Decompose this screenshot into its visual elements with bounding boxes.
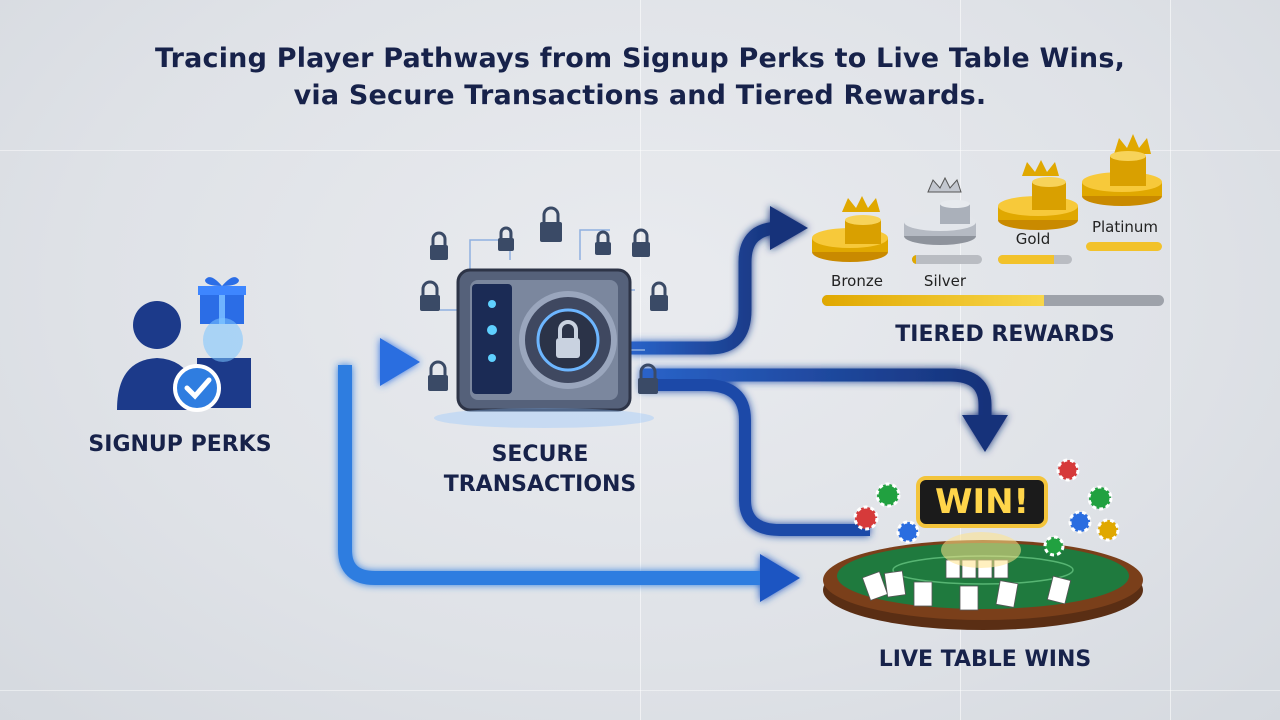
poker-table-icon: [823, 458, 1143, 630]
tier-label-bronze: Bronze: [831, 272, 883, 290]
tier-label-gold: Gold: [1015, 230, 1051, 248]
diagram-title: Tracing Player Pathways from Signup Perk…: [0, 40, 1280, 114]
live-table-wins-node: [818, 450, 1148, 635]
coin-stacks-icon: [812, 134, 1162, 262]
secure-label-line-2: TRANSACTIONS: [443, 472, 637, 497]
tier-progress-platinum: [1086, 242, 1162, 251]
tier-progress-gold: [998, 255, 1072, 264]
signup-perks-node: [105, 270, 265, 420]
title-line-1: Tracing Player Pathways from Signup Perk…: [154, 43, 1126, 74]
tier-label-platinum: Platinum: [1091, 218, 1159, 236]
padlock-icon: [420, 206, 668, 394]
signup-perks-label: SIGNUP PERKS: [88, 432, 272, 457]
tier-label-silver: Silver: [923, 272, 967, 290]
checkmark-icon: [173, 364, 221, 412]
flow-secure-to-rewards: [630, 206, 808, 355]
gift-icon: [198, 277, 246, 324]
vault-icon: [420, 206, 668, 428]
user-icon: [117, 277, 251, 412]
secure-transactions-label: SECURE TRANSACTIONS: [410, 440, 670, 500]
casino-chip-icon: [853, 458, 1120, 557]
flow-signup-to-secure: [265, 338, 420, 386]
tiered-rewards-label: TIERED REWARDS: [895, 322, 1115, 347]
flow-signup-to-live: [338, 365, 800, 602]
tier-progress-overall: [822, 295, 1164, 306]
title-line-2: via Secure Transactions and Tiered Rewar…: [293, 80, 987, 111]
secure-transactions-node: [410, 200, 670, 430]
secure-label-line-1: SECURE: [491, 442, 589, 467]
win-badge-text: WIN!: [934, 482, 1030, 522]
flow-secure-to-live: [640, 368, 1008, 536]
live-table-wins-label: LIVE TABLE WINS: [878, 647, 1092, 672]
tier-progress-silver: [912, 255, 982, 264]
tiered-rewards-node: [800, 120, 1180, 320]
crown-icon: [842, 196, 880, 212]
